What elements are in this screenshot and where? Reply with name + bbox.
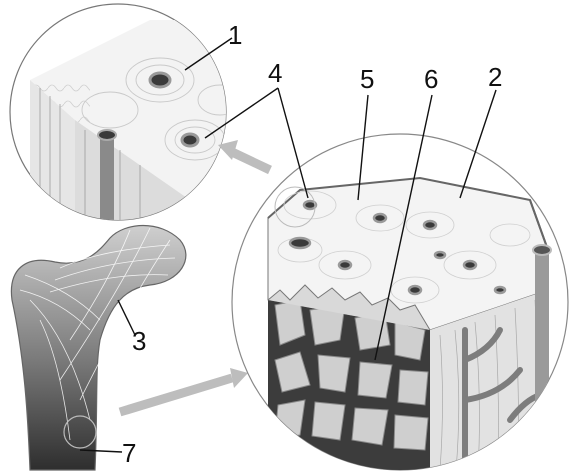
femur-illustration bbox=[11, 226, 185, 471]
compact-bone-detail-circle bbox=[10, 4, 242, 245]
label-2: 2 bbox=[488, 62, 502, 92]
magnify-arrow-lower bbox=[120, 368, 248, 412]
label-6: 6 bbox=[424, 64, 438, 94]
label-3: 3 bbox=[132, 326, 146, 356]
label-4: 4 bbox=[268, 58, 282, 88]
vessel-tube-opening bbox=[533, 245, 551, 255]
label-5: 5 bbox=[360, 64, 374, 94]
vertical-canal bbox=[98, 130, 116, 140]
osteon-canal-2 bbox=[182, 134, 198, 146]
osteon-canal-1 bbox=[150, 73, 170, 87]
bone-cross-section-circle bbox=[232, 134, 568, 470]
label-7: 7 bbox=[122, 438, 136, 468]
label-1: 1 bbox=[228, 20, 242, 50]
magnify-arrow-upper bbox=[218, 140, 270, 170]
